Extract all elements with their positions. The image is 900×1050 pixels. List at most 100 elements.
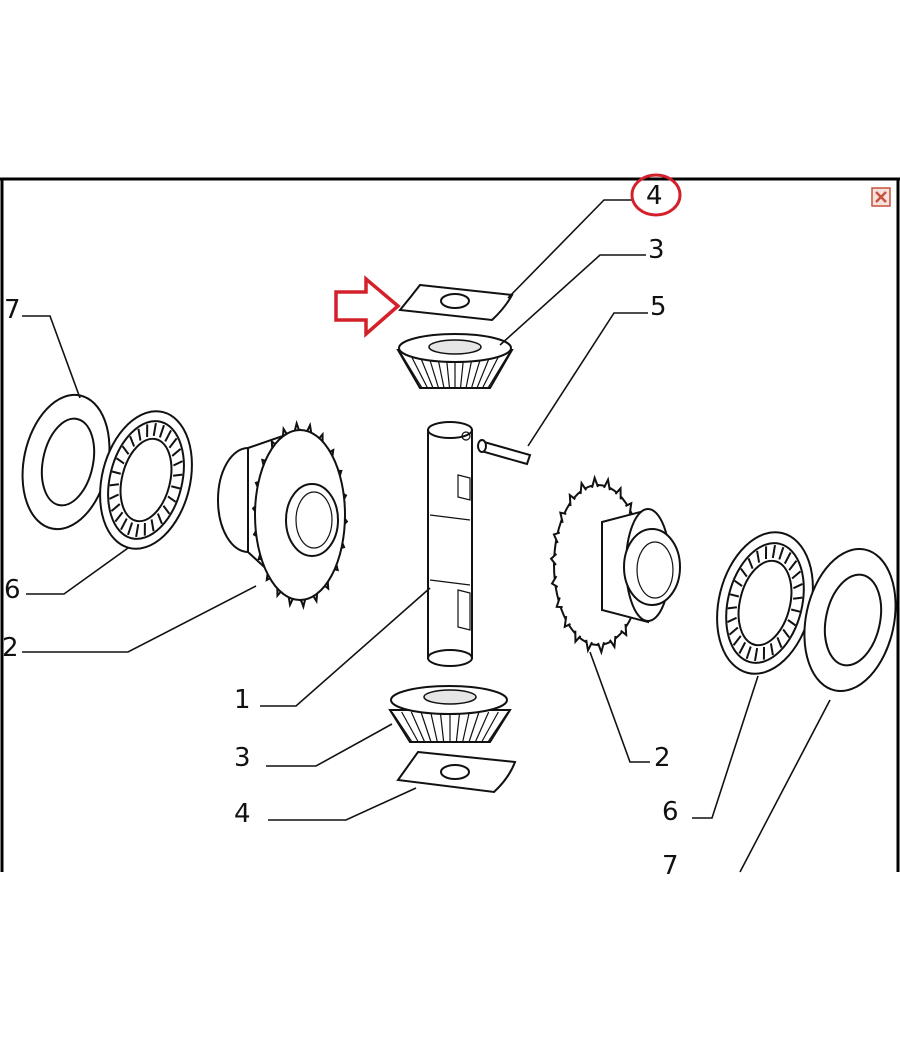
bearing-needle bbox=[783, 552, 792, 565]
callout-6-left: 6 bbox=[4, 575, 21, 605]
part-4-top-shim bbox=[398, 283, 514, 322]
bearing-needle bbox=[771, 544, 776, 559]
bearing-needle bbox=[171, 448, 182, 457]
bearing-needles bbox=[727, 544, 803, 662]
callout-4-top: 4 bbox=[646, 181, 663, 211]
gear-tooth bbox=[555, 597, 563, 609]
bearing-needle bbox=[135, 523, 140, 538]
highlight-arrow-icon bbox=[334, 275, 401, 338]
bearing-needle bbox=[778, 546, 785, 560]
gear-tooth bbox=[608, 635, 617, 650]
bearing-needle bbox=[115, 457, 125, 465]
bearing-needle bbox=[170, 485, 181, 490]
bearing-needle bbox=[790, 608, 801, 613]
bearing-needle bbox=[754, 647, 759, 662]
highlight-marks bbox=[334, 173, 682, 338]
bearing-needle bbox=[109, 483, 120, 487]
bearing-needle bbox=[729, 593, 740, 598]
bearing-needle bbox=[137, 428, 142, 441]
gear-tooth bbox=[620, 623, 628, 638]
gear-tooth bbox=[591, 474, 599, 489]
bearing-needle bbox=[745, 646, 752, 660]
part-5-roll-pin bbox=[477, 439, 532, 466]
callout-4-bottom: 4 bbox=[234, 799, 251, 829]
bearing-needle bbox=[109, 493, 119, 500]
part-3-top-pinion bbox=[396, 333, 514, 389]
bearing-needle bbox=[114, 511, 124, 523]
gear-tooth bbox=[401, 711, 419, 743]
gear-tooth bbox=[550, 575, 559, 588]
bearing-needle bbox=[727, 606, 738, 610]
bearing-needle bbox=[791, 570, 802, 580]
gear-tooth bbox=[559, 511, 567, 524]
gear-tooth bbox=[563, 615, 571, 629]
gear-tooth bbox=[455, 711, 461, 743]
bearing-needle bbox=[732, 635, 742, 646]
bearing-needle bbox=[738, 641, 747, 654]
bearing-needle bbox=[756, 550, 761, 563]
callout-3-bottom: 3 bbox=[234, 743, 251, 773]
close-icon[interactable] bbox=[871, 187, 891, 207]
gear-tooth bbox=[487, 351, 511, 389]
highlight-circle bbox=[630, 173, 682, 217]
bearing-needle bbox=[156, 513, 163, 525]
gear-teeth bbox=[391, 711, 509, 743]
bearing-needle bbox=[792, 596, 803, 600]
gear-tooth bbox=[399, 351, 423, 389]
gear-tooth bbox=[625, 501, 633, 515]
gear-tooth bbox=[579, 480, 588, 495]
bearing-needle bbox=[776, 637, 783, 648]
gear-tooth bbox=[487, 711, 509, 743]
callout-2-right: 2 bbox=[654, 743, 671, 773]
gear-tooth bbox=[568, 492, 576, 507]
bearing-needle bbox=[167, 495, 177, 503]
bearing-needle bbox=[129, 435, 136, 447]
bearing-needle bbox=[733, 579, 743, 587]
bearing-needle bbox=[111, 470, 122, 475]
gear-tooth bbox=[391, 711, 413, 743]
bearing-needle bbox=[728, 626, 739, 636]
gear-tooth bbox=[603, 476, 611, 491]
gear-tooth bbox=[410, 711, 426, 743]
bearing-needle bbox=[727, 616, 737, 623]
gear-tooth bbox=[439, 711, 445, 743]
bearing-needle bbox=[787, 619, 797, 627]
bearing-needle bbox=[121, 445, 130, 455]
bearing-needle bbox=[164, 429, 172, 442]
gear-tooth bbox=[430, 711, 438, 743]
gear-tooth bbox=[552, 531, 561, 544]
leader-lines bbox=[22, 199, 831, 873]
bearing-needle bbox=[173, 460, 183, 467]
part-2-right-side-gear bbox=[549, 474, 681, 656]
gear-tooth bbox=[574, 630, 582, 645]
bearing-needle bbox=[152, 422, 157, 437]
gear-tooth bbox=[585, 639, 593, 654]
gear-tooth bbox=[549, 553, 558, 566]
bearing-needle bbox=[127, 522, 134, 536]
bearing-needle bbox=[769, 643, 774, 656]
part-6-right-bearing bbox=[716, 531, 814, 675]
callout-labels: 4 3 5 7 6 2 1 3 4 2 6 7 bbox=[2, 181, 679, 881]
part-7-right-washer bbox=[803, 547, 897, 693]
bearing-needle bbox=[110, 503, 121, 512]
bearing-needle bbox=[168, 437, 178, 449]
bearing-needle bbox=[740, 567, 748, 578]
viewer-frame bbox=[0, 177, 900, 872]
part-4-bottom-shim bbox=[396, 750, 517, 794]
callout-6-right: 6 bbox=[662, 797, 679, 827]
bearing-needle bbox=[120, 518, 128, 531]
gear-tooth bbox=[614, 485, 622, 500]
bearing-needle bbox=[793, 583, 803, 590]
part-6-left-bearing bbox=[99, 410, 193, 550]
bearing-needle bbox=[158, 424, 165, 438]
gear-tooth bbox=[597, 641, 605, 656]
part-2-left-side-gear bbox=[217, 419, 349, 611]
bearing-needle bbox=[782, 628, 790, 639]
gear-tooth bbox=[468, 711, 480, 743]
gear-tooth bbox=[481, 711, 499, 743]
gear-tooth bbox=[462, 711, 470, 743]
callout-5: 5 bbox=[650, 292, 667, 322]
bearing-needle bbox=[747, 558, 754, 569]
bearing-needle bbox=[150, 519, 155, 532]
callout-7-left: 7 bbox=[4, 295, 21, 325]
